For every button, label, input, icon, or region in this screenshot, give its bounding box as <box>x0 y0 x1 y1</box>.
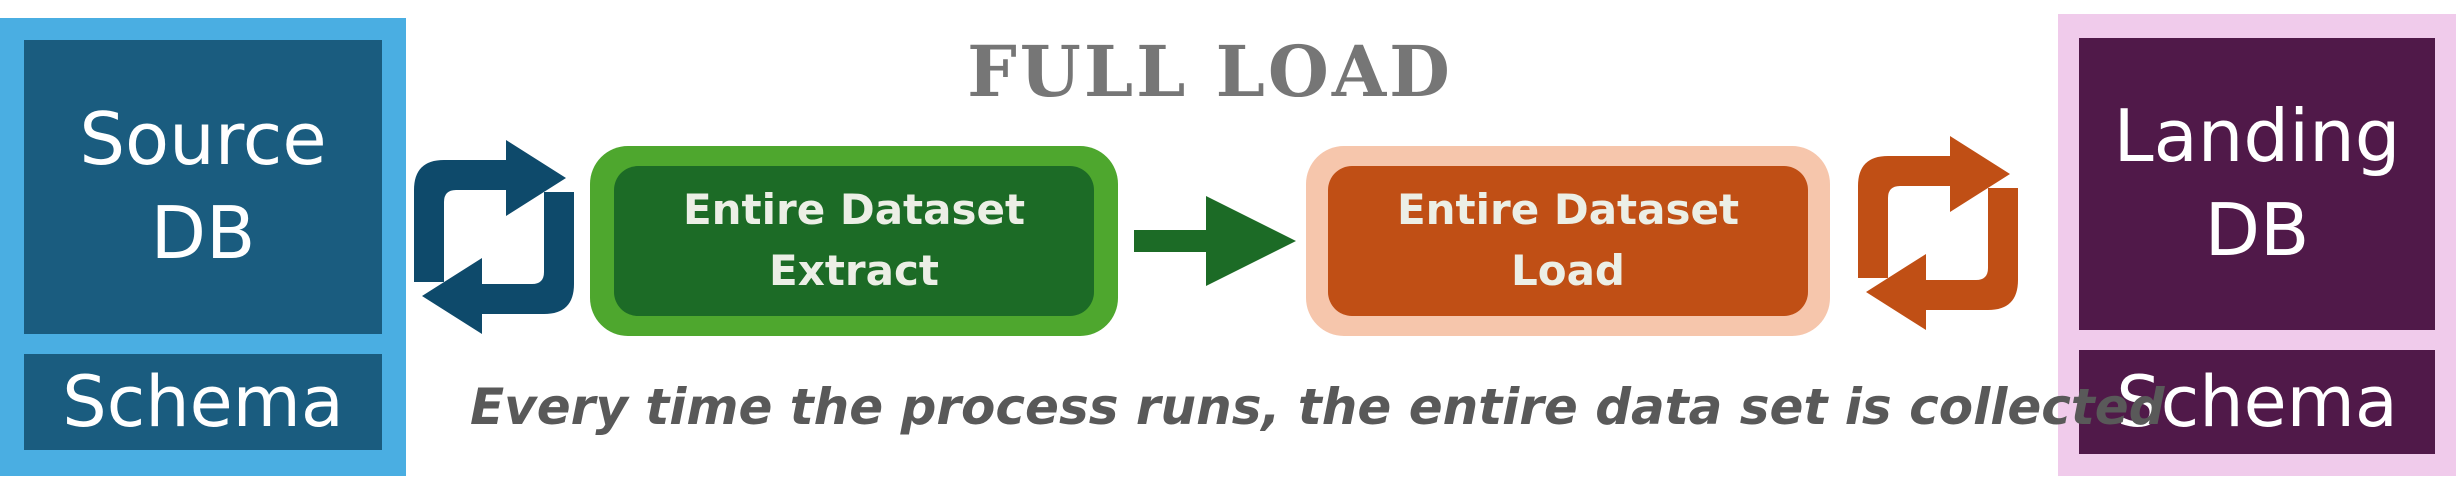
load-label: Entire Dataset Load <box>1328 166 1808 316</box>
diagram-title: FULL LOAD <box>967 30 1453 113</box>
extract-label: Entire Dataset Extract <box>614 166 1094 316</box>
right-arrow-icon <box>1134 196 1296 286</box>
landing-schema-label: Schema <box>2079 350 2435 454</box>
load-box: Entire Dataset Load <box>1306 146 1830 336</box>
extract-box: Entire Dataset Extract <box>590 146 1118 336</box>
caption-text: Every time the process runs, the entire … <box>470 378 2165 436</box>
source-db-block: Source DB Schema <box>0 18 406 476</box>
sync-arrows-icon <box>1858 136 2018 330</box>
sync-arrows-icon <box>414 140 574 334</box>
landing-db-label: Landing DB <box>2079 38 2435 330</box>
source-db-label: Source DB <box>24 40 382 334</box>
landing-db-block: Landing DB Schema <box>2058 14 2456 476</box>
source-schema-label: Schema <box>24 354 382 450</box>
